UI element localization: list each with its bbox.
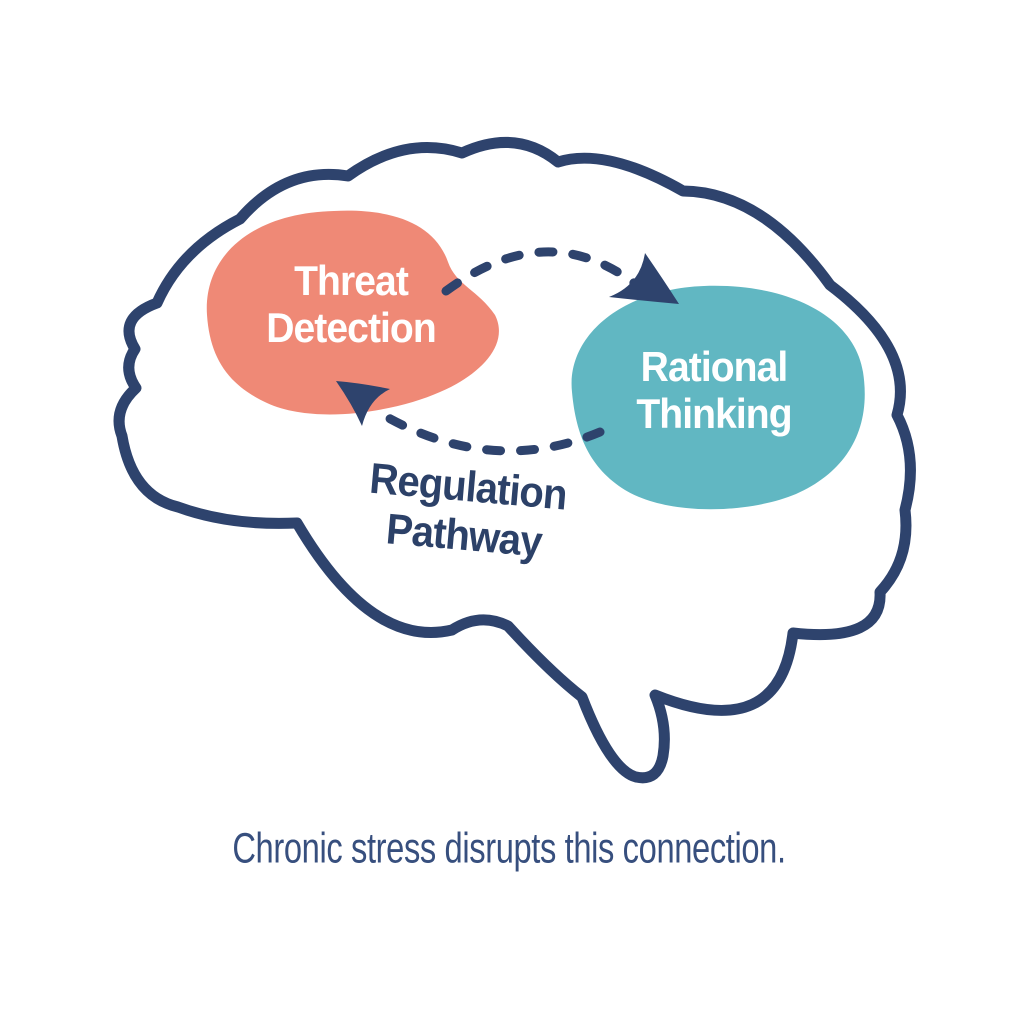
rational-label-line1: Rational	[640, 343, 789, 390]
regulation-pathway-label: Regulation Pathway	[363, 455, 569, 570]
brain-outline	[113, 136, 916, 784]
caption-text: Chronic stress disrupts this connection.	[232, 824, 786, 873]
threat-detection-region	[206, 210, 499, 415]
threat-label-line1: Threat	[294, 257, 409, 304]
rational-thinking-region	[571, 285, 865, 510]
arrowhead-down-right-icon	[609, 253, 679, 304]
arrow-dashed-curve-bottom	[373, 407, 605, 456]
threat-label-line2: Detection	[266, 304, 437, 351]
arrow-rational-to-threat	[336, 381, 605, 456]
arrow-threat-to-rational	[441, 247, 679, 304]
arrowhead-up-left-icon	[336, 381, 390, 426]
arrow-dashed-curve-top	[441, 247, 639, 296]
rational-thinking-label: Rational Thinking	[636, 343, 792, 437]
rational-label-line2: Thinking	[636, 390, 792, 437]
threat-detection-label: Threat Detection	[266, 257, 437, 351]
